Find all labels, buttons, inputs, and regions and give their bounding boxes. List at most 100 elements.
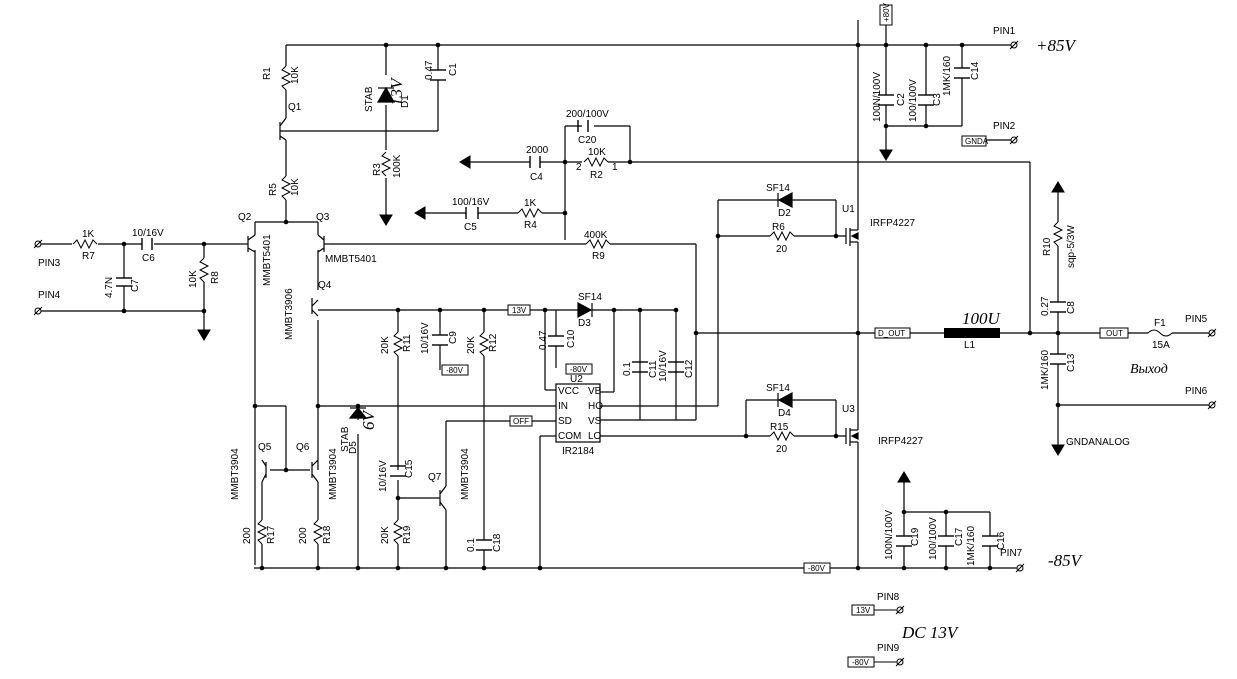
r2-ref: R2	[590, 170, 603, 181]
c1-value: 0.47	[424, 60, 435, 80]
r15-ref: R15	[770, 422, 789, 433]
d5-ref: D5	[348, 441, 359, 454]
r9-ref: R9	[592, 251, 605, 262]
c13-value: 1MK/160	[1040, 350, 1051, 390]
r4-value: 1K	[524, 198, 537, 209]
r12-ref: R12	[488, 333, 499, 352]
q2-ref: Q2	[238, 212, 252, 223]
f1-ref: F1	[1154, 318, 1166, 329]
diode-symbols	[348, 86, 793, 419]
c7-ref: C7	[130, 279, 141, 292]
q7-ref: Q7	[428, 472, 442, 483]
d1-type: STAB	[364, 86, 375, 112]
c17-value: 100/100V	[928, 517, 939, 560]
r5-ref: R5	[268, 183, 279, 196]
u3-type: IRFP4227	[878, 436, 923, 447]
gndanalog-label: GNDANALOG	[1066, 437, 1130, 448]
transistor-symbols	[240, 117, 447, 511]
tag-gnda: GNDA	[965, 137, 989, 146]
d5-type: STAB	[340, 426, 351, 452]
u3-ref: U3	[842, 404, 855, 415]
c2-ref: C2	[896, 93, 907, 106]
c11-ref: C11	[648, 360, 659, 378]
r2-pin1: 1	[612, 162, 618, 173]
c7-value: 4.7N	[104, 277, 115, 298]
tag-13v-b: 13V	[856, 606, 871, 615]
c11-value: 0.1	[622, 362, 633, 376]
d1-value: 13V	[387, 76, 406, 106]
f1-value: 15A	[1152, 340, 1170, 351]
c14-value: 1MK/160	[942, 56, 953, 96]
r18-value: 200	[298, 527, 309, 544]
tag-m80-c: -80V	[808, 564, 826, 573]
supply-neg-label: -85V	[1048, 551, 1084, 570]
r10-value: sqp-5/3W	[1066, 225, 1077, 268]
u2-ref: U2	[570, 374, 583, 385]
labels: PIN1 PIN2 PIN3 PIN4 PIN5 PIN6 PIN7 PIN8 …	[38, 26, 1208, 654]
c8-value: 0.27	[1040, 296, 1051, 316]
r3-ref: R3	[372, 163, 383, 176]
d3-type: SF14	[578, 292, 602, 303]
q4-type: MMBT3906	[284, 288, 295, 340]
d1-ref: D1	[400, 95, 411, 108]
tag-m80-d: -80V	[852, 658, 870, 667]
r4-ref: R4	[524, 220, 537, 231]
q2-type: MMBT5401	[262, 234, 273, 286]
dc13-label: DC 13V	[901, 623, 960, 642]
u1-ref: U1	[842, 204, 855, 215]
c8-ref: C8	[1066, 301, 1077, 314]
r7-ref: R7	[82, 251, 95, 262]
tag-off: OFF	[513, 417, 529, 426]
c16-ref: C16	[996, 531, 1007, 550]
c5-value: 100/16V	[452, 197, 490, 208]
c20-ref: C20	[578, 135, 597, 146]
ground-arrows	[197, 149, 1065, 483]
q5-type: MMBT3904	[230, 448, 241, 500]
tag-d-out: D_OUT	[878, 329, 905, 338]
c13-ref: C13	[1066, 353, 1077, 372]
pin5-label: PIN5	[1185, 314, 1208, 325]
u2-pin-vb: VB	[588, 386, 602, 397]
c20-value: 200/100V	[566, 109, 609, 120]
fuse-f1	[1147, 329, 1173, 337]
d2-ref: D2	[778, 208, 791, 219]
r9-value: 400K	[584, 230, 608, 241]
r19-value: 20K	[380, 526, 391, 544]
d5-value: 6V	[359, 409, 378, 431]
pin6-label: PIN6	[1185, 386, 1208, 397]
r12-value: 20K	[466, 336, 477, 354]
d4-ref: D4	[778, 408, 791, 419]
u2-pin-sd: SD	[558, 416, 572, 427]
c3-value: 100/100V	[908, 79, 919, 122]
c19-ref: C19	[910, 527, 921, 546]
u2-pin-lo: LO	[588, 431, 602, 442]
r7-value: 1K	[82, 229, 95, 240]
c5-ref: C5	[464, 222, 477, 233]
r6-value: 20	[776, 244, 788, 255]
r8-value: 10K	[188, 270, 199, 288]
r8-ref: R8	[210, 271, 221, 284]
l1-ref: L1	[964, 340, 976, 351]
r2-value: 10K	[588, 147, 606, 158]
q3-type: MMBT5401	[325, 254, 377, 265]
c17-ref: C17	[954, 527, 965, 546]
c9-ref: C9	[448, 331, 459, 344]
supply-pos-label: +85V	[1036, 36, 1077, 55]
inductor-l1	[944, 328, 1000, 338]
c6-ref: C6	[142, 253, 155, 264]
c2-value: 100N/100V	[872, 72, 883, 122]
l1-value: 100U	[962, 309, 1002, 328]
c1-ref: C1	[448, 63, 459, 76]
c4-ref: C4	[530, 172, 543, 183]
q6-ref: Q6	[296, 442, 310, 453]
r1-ref: R1	[262, 67, 273, 80]
output-label: Выход	[1130, 362, 1168, 377]
pin1-label: PIN1	[993, 26, 1016, 37]
tag-plus80: +80V	[882, 2, 891, 22]
pin8-label: PIN8	[877, 592, 900, 603]
r3-value: 100K	[392, 154, 403, 178]
d2-type: SF14	[766, 183, 790, 194]
c14-ref: C14	[970, 61, 981, 80]
u2-pin-ho: HO	[588, 401, 603, 412]
c12-value: 10/16V	[658, 350, 669, 382]
